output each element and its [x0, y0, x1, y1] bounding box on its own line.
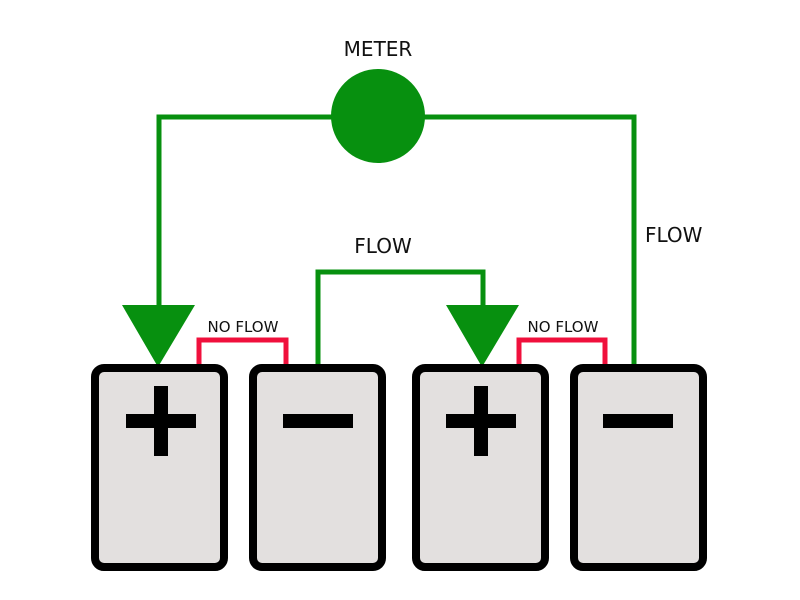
cell-3-positive: [412, 364, 549, 571]
minus-icon: [283, 414, 353, 428]
no-flow-link-right: [516, 337, 608, 368]
cell-2-negative: [249, 364, 386, 571]
wire-meter-to-left-positive: [156, 114, 333, 310]
meter: [331, 69, 425, 163]
no-flow-link-left: [196, 337, 289, 368]
flow-arrow-left: [122, 305, 195, 367]
minus-icon: [603, 414, 673, 428]
wire-series-flow: [315, 269, 486, 368]
cell-1-positive: [91, 364, 228, 571]
cell-4-negative: [570, 364, 707, 571]
meter-label: METER: [344, 37, 413, 61]
no-flow-label-right: NO FLOW: [528, 318, 599, 336]
no-flow-label-left: NO FLOW: [208, 318, 279, 336]
flow-arrow-right: [446, 305, 519, 367]
flow-label-top: FLOW: [354, 234, 412, 258]
flow-label-right: FLOW: [645, 223, 703, 247]
wire-meter-to-right-negative: [424, 114, 637, 368]
